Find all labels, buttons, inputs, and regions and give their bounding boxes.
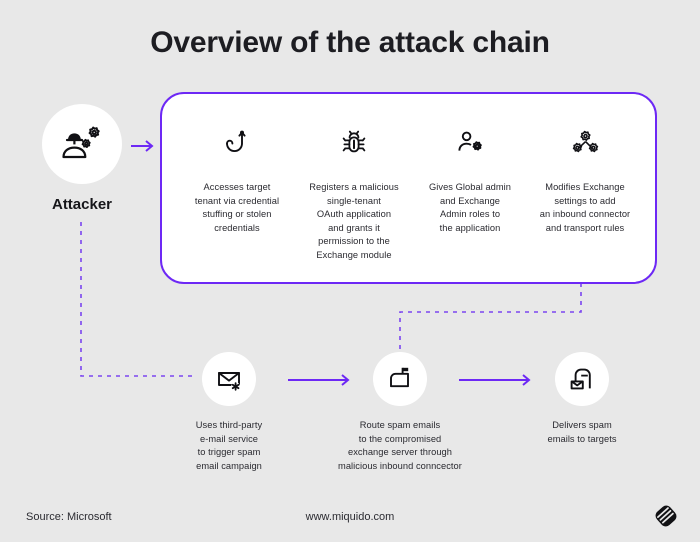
gears-network-icon xyxy=(570,128,600,158)
delivery-2-caption: Route spam emails to the compromised exc… xyxy=(338,420,462,471)
stage-4-icon-circle xyxy=(558,116,612,170)
node-stage-4[interactable]: Modifies Exchange settings to add an inb… xyxy=(521,116,649,235)
stage-1-icon-circle xyxy=(210,116,264,170)
stage-3-caption: Gives Global admin and Exchange Admin ro… xyxy=(428,182,512,233)
delivery-3-icon-circle xyxy=(555,352,609,406)
delivery-3-caption: Delivers spam emails to targets xyxy=(547,420,617,444)
delivery-1-icon-circle xyxy=(202,352,256,406)
node-delivery-3[interactable]: Delivers spam emails to targets xyxy=(512,352,652,446)
attacker-label: Attacker xyxy=(51,196,113,213)
stage-1-caption: Accesses target tenant via credential st… xyxy=(194,182,280,233)
hacker-person-gears-icon xyxy=(59,121,105,167)
node-stage-1[interactable]: Accesses target tenant via credential st… xyxy=(173,116,301,235)
footer-source: Source: Microsoft xyxy=(26,511,112,523)
user-gear-icon xyxy=(455,128,485,158)
delivery-1-caption: Uses third-party e-mail service to trigg… xyxy=(195,420,263,471)
node-delivery-2[interactable]: Route spam emails to the compromised exc… xyxy=(315,352,485,473)
page-title: Overview of the attack chain xyxy=(150,26,550,59)
stage-2-icon-circle xyxy=(327,116,381,170)
stage-4-caption: Modifies Exchange settings to add an inb… xyxy=(539,182,631,233)
bug-icon xyxy=(339,128,369,158)
fish-hook-icon xyxy=(222,128,252,158)
mailbox-delivery-icon xyxy=(567,364,597,394)
attacker-icon-circle xyxy=(42,104,122,184)
node-attacker[interactable]: Attacker xyxy=(20,104,144,213)
node-delivery-1[interactable]: Uses third-party e-mail service to trigg… xyxy=(165,352,293,473)
delivery-2-icon-circle xyxy=(373,352,427,406)
mailbox-flag-icon xyxy=(385,364,415,394)
node-stage-2[interactable]: Registers a malicious single-tenant OAut… xyxy=(290,116,418,262)
node-stage-3[interactable]: Gives Global admin and Exchange Admin ro… xyxy=(406,116,534,235)
miquido-logo-icon xyxy=(652,502,680,530)
stage-2-caption: Registers a malicious single-tenant OAut… xyxy=(309,182,399,260)
envelope-asterisk-icon xyxy=(214,364,244,394)
footer-url[interactable]: www.miquido.com xyxy=(305,511,395,523)
stage-3-icon-circle xyxy=(443,116,497,170)
